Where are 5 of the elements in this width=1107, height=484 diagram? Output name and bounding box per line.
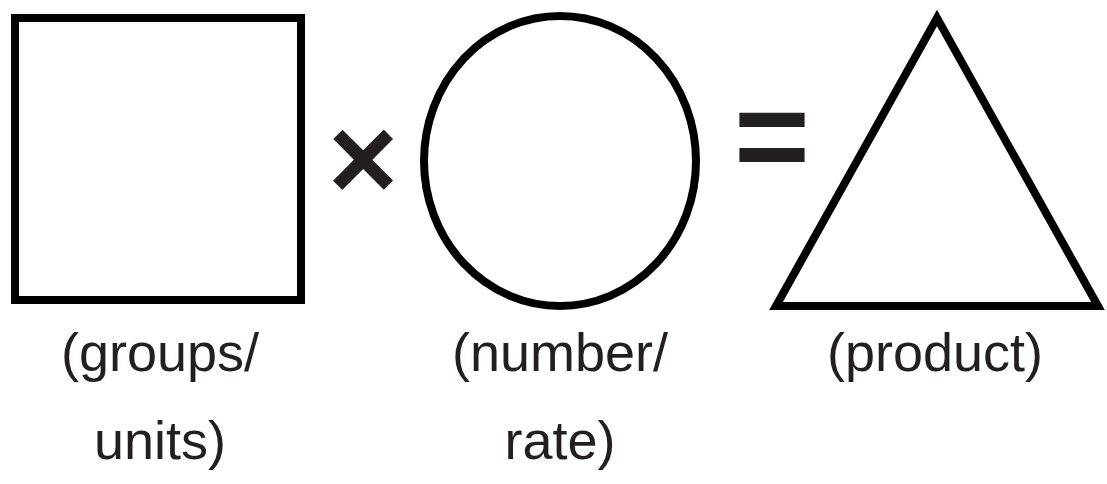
multiplication-sign: × <box>326 98 400 218</box>
equals-sign: = <box>733 70 811 200</box>
shape-caption: (number/ rate) <box>450 321 670 472</box>
shape-caption: (product) <box>825 321 1045 384</box>
shape-caption: (groups/ units) <box>59 321 261 472</box>
